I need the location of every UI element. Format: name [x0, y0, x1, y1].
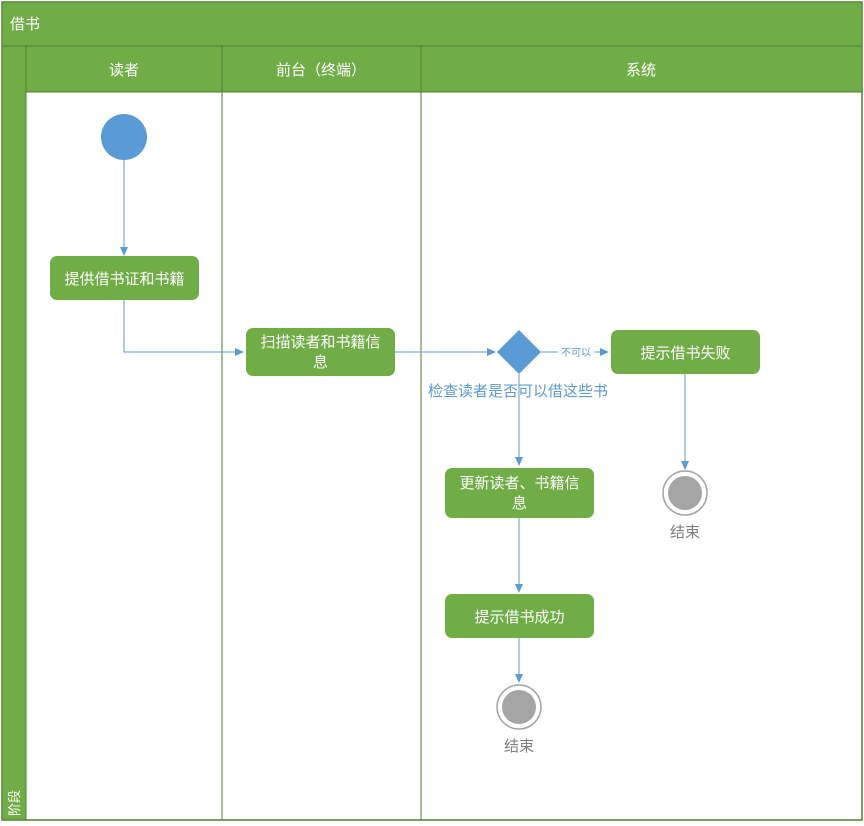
lane-header-front	[221, 45, 422, 93]
activity-fail-label: 提示借书失败	[640, 344, 730, 362]
pool-title: 借书	[10, 15, 40, 33]
stage-label: 阶段	[8, 790, 23, 816]
activity-scan	[246, 328, 395, 376]
pool-title-bar	[1, 1, 863, 47]
stage-strip	[1, 45, 27, 821]
decision-check	[497, 330, 541, 374]
end-node-fail-inner	[668, 476, 702, 510]
activity-update	[445, 468, 594, 518]
lane-header-system	[420, 45, 863, 93]
activity-provide-card-label: 提供借书证和书籍	[64, 270, 184, 288]
activity-provide-card	[50, 256, 199, 300]
edge-label-cannot: 不可以	[561, 348, 591, 359]
activity-update-label-line2: 息	[512, 494, 527, 512]
activity-scan-label-line2: 息	[313, 353, 328, 371]
activity-success-label: 提示借书成功	[474, 608, 564, 626]
activity-success	[445, 594, 594, 638]
lane-label-system: 系统	[626, 61, 656, 79]
lane-label-reader: 读者	[109, 61, 139, 79]
lane-label-front: 前台（终端）	[276, 61, 366, 79]
edge-provide-to-scan	[123, 300, 244, 356]
end-node-fail-label: 结束	[670, 523, 700, 541]
decision-check-label: 检查读者是否可以借这些书	[428, 382, 608, 400]
edge-label-bg	[558, 345, 594, 358]
end-node-success-inner	[502, 690, 536, 724]
activity-scan-label-line1: 扫描读者和书籍信	[260, 333, 380, 351]
start-node	[101, 114, 147, 160]
end-node-success-label: 结束	[504, 737, 534, 755]
lane-header-reader	[25, 45, 223, 93]
activity-update-label-line1: 更新读者、书籍信	[459, 474, 579, 492]
activity-fail	[611, 330, 760, 374]
